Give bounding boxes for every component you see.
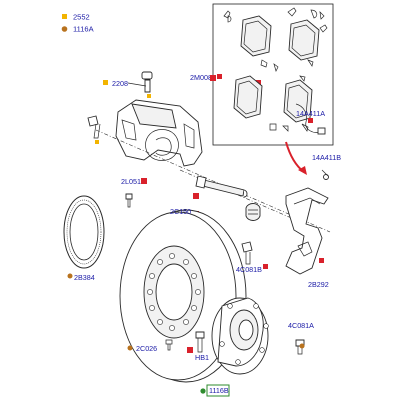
lower-brake-pad-left bbox=[233, 75, 263, 119]
guide-pin-assembly bbox=[125, 175, 261, 221]
callout-4c081b: 4C081B bbox=[236, 265, 262, 274]
brake-caliper bbox=[115, 71, 203, 167]
legend-code-2552: 2552 bbox=[73, 13, 90, 22]
svg-text:2B384: 2B384 bbox=[74, 273, 95, 282]
disc-retaining-screw bbox=[165, 339, 173, 351]
svg-text:2C150: 2C150 bbox=[170, 207, 191, 216]
svg-text:4C081A: 4C081A bbox=[288, 321, 314, 330]
assembly-axis-line bbox=[95, 129, 331, 233]
callout-2m008: 2M008 bbox=[190, 73, 216, 82]
callout-2b384: 2B384 bbox=[74, 273, 95, 282]
svg-text:HB1: HB1 bbox=[195, 353, 209, 362]
bracket-bolt bbox=[241, 241, 268, 269]
legend-circle-marker bbox=[61, 26, 68, 32]
brake-pad-kit-inset bbox=[212, 3, 334, 146]
svg-text:2M008: 2M008 bbox=[190, 73, 212, 82]
callout-2c150: 2C150 bbox=[170, 207, 191, 216]
callout-1116b: 1116B bbox=[200, 384, 230, 397]
svg-text:2C026: 2C026 bbox=[136, 344, 157, 353]
callout-2208: 2208 bbox=[103, 79, 147, 88]
callout-2l051: 2L051 bbox=[121, 177, 141, 186]
hub-bolt bbox=[187, 331, 205, 353]
svg-text:2208: 2208 bbox=[112, 79, 128, 88]
caliper-bolt-left bbox=[87, 115, 101, 144]
caliper-bracket bbox=[285, 169, 329, 275]
callout-14a411b: 14A411B bbox=[312, 153, 341, 162]
abs-tone-ring bbox=[63, 195, 105, 279]
svg-text:2L051: 2L051 bbox=[121, 177, 141, 186]
svg-text:1116B: 1116B bbox=[209, 386, 229, 395]
svg-text:4C081B: 4C081B bbox=[236, 265, 262, 274]
legend-square-marker bbox=[62, 14, 67, 19]
wear-sensor-wire bbox=[295, 103, 321, 133]
brake-disc bbox=[119, 209, 247, 383]
svg-text:2B292: 2B292 bbox=[308, 280, 329, 289]
callout-4c081a: 4C081A bbox=[288, 321, 314, 330]
wheel-hub bbox=[211, 297, 269, 375]
hub-nut-bolt bbox=[295, 339, 305, 355]
legend-code-1116a: 1116A bbox=[73, 25, 94, 34]
callout-14a411a: 14A411A bbox=[296, 109, 325, 118]
callout-2c026: 2C026 bbox=[127, 344, 157, 353]
svg-text:14A411A: 14A411A bbox=[296, 109, 325, 118]
callout-2b292: 2B292 bbox=[308, 280, 329, 289]
callout-hb1: HB1 bbox=[195, 353, 209, 362]
red-arrow bbox=[285, 141, 307, 175]
legend: 2552 1116A bbox=[61, 13, 94, 34]
svg-text:14A411B: 14A411B bbox=[312, 153, 341, 162]
